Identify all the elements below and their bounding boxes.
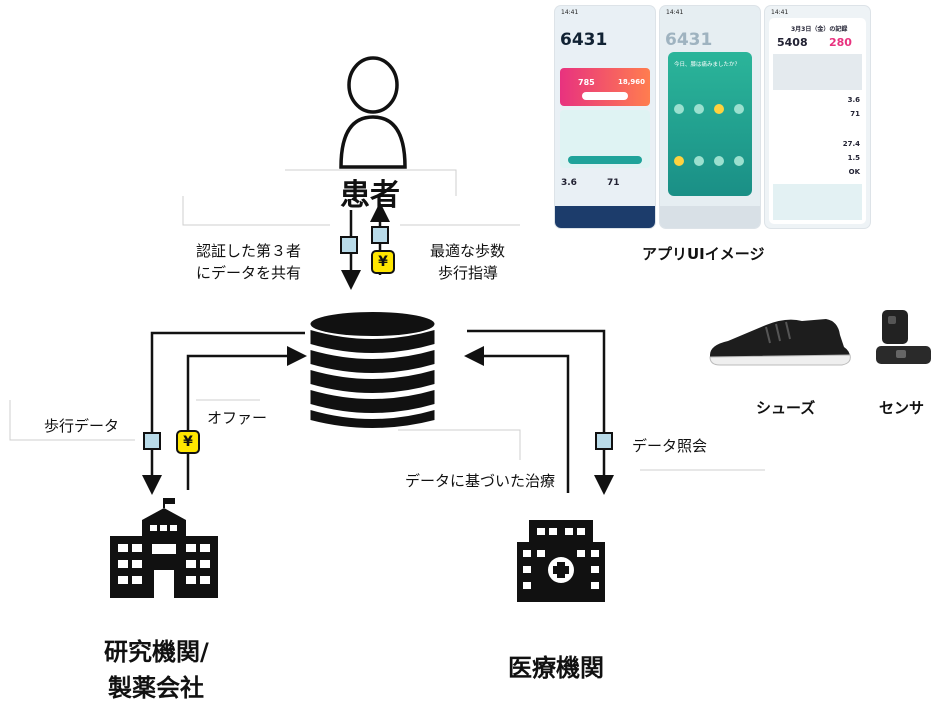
record-stride: 71 [850, 110, 860, 118]
record-variation: 1.5 [847, 154, 860, 162]
tab-bar [555, 206, 655, 228]
record-speed: 3.6 [847, 96, 860, 104]
step-count: 6431 [665, 30, 713, 50]
research-org-label-line2: 製薬会社 [108, 674, 204, 702]
treatment-label: データに基づいた治療 [405, 472, 556, 490]
record-points: 280 [829, 36, 852, 49]
medical-org-label: 医療機関 [508, 654, 604, 682]
data-packet-icon [340, 236, 358, 254]
offer-label: オファー [207, 409, 268, 427]
yen-coin-icon: ¥ [371, 250, 395, 274]
share-label-line1: 認証した第３者 [196, 242, 302, 260]
stride-value: 71 [607, 178, 620, 188]
shoe-icon [709, 319, 851, 366]
patient-person-icon [339, 56, 407, 169]
status-time: 14:41 [561, 9, 579, 16]
record-advice [773, 184, 862, 220]
pain-question: 今日、膝は痛みましたか？ [674, 62, 741, 68]
app-screen-record: 14:41 3月3日（金）の記録 5408 280 3.6 71 27.4 1.… [765, 6, 870, 228]
data-packet-icon [371, 226, 389, 244]
hospital-building-icon [517, 520, 605, 602]
app-screen-pain-check: 14:41 6431 今日、膝は痛みましたか？ [660, 6, 760, 228]
pain-question-card: 今日、膝は痛みましたか？ [668, 52, 752, 196]
record-sheet: 3月3日（金）の記録 5408 280 3.6 71 27.4 1.5 OK [769, 18, 866, 224]
sensor-icon [876, 310, 931, 364]
sensor-label: センサ [879, 399, 925, 417]
points-value: 785 [578, 78, 595, 87]
record-date: 3月3日（金）の記録 [791, 26, 848, 33]
yen-coin-icon: ¥ [176, 430, 200, 454]
data-packet-icon [143, 432, 161, 450]
patient-label: 患者 [340, 178, 400, 213]
tab-bar [660, 206, 760, 228]
record-steps: 5408 [777, 36, 808, 49]
app-ui-caption: アプリUIイメージ [642, 245, 765, 263]
app-screen-home: 14:41 6431 785 18,960 3.6 71 [555, 6, 655, 228]
walk-speed-value: 3.6 [561, 178, 577, 188]
points-total: 18,960 [618, 78, 646, 86]
status-time: 14:41 [666, 9, 684, 16]
guidance-label-line1: 最適な歩数 [430, 242, 506, 260]
database-icon [310, 312, 435, 428]
inquiry-label: データ照会 [632, 437, 708, 455]
shoes-label: シューズ [756, 399, 816, 417]
guide-lines [9, 169, 765, 471]
share-label-line2: にデータを共有 [196, 264, 302, 282]
record-stability: OK [848, 168, 860, 176]
status-time: 14:41 [771, 9, 789, 16]
research-org-label-line1: 研究機関/ [104, 638, 209, 666]
guidance-label-line2: 歩行指導 [438, 264, 499, 282]
step-count: 6431 [560, 30, 608, 50]
data-packet-icon [595, 432, 613, 450]
walking-data-label: 歩行データ [44, 417, 120, 435]
record-ratio: 27.4 [842, 140, 860, 148]
research-building-icon [110, 498, 218, 598]
route-map [773, 54, 862, 90]
points-card: 785 18,960 [560, 68, 650, 106]
advice-card [560, 110, 650, 168]
